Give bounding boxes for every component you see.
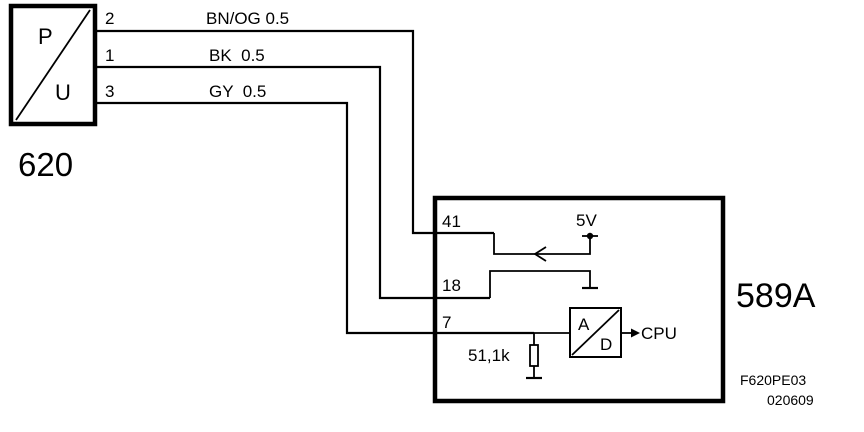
sensor-620: P U 620: [8, 3, 98, 183]
figure-code: F620PE03: [740, 372, 806, 388]
pull-up-arrow: [533, 246, 547, 262]
sensor-top-label: P: [38, 24, 53, 49]
wire-label-gy: GY 0.5: [209, 82, 266, 101]
figure-date: 020609: [767, 392, 814, 408]
sensor-box: [8, 3, 98, 127]
resistor: [529, 344, 539, 367]
supply-label: 5V: [576, 211, 597, 230]
ecu-pin-18: 18: [442, 276, 461, 295]
pin41-internal-line: [493, 233, 591, 255]
sensor-pin-3: 3: [105, 82, 114, 101]
wire-gy: [96, 101, 534, 335]
sensor-pin-1: 1: [105, 46, 114, 65]
ecu-589a-box: [432, 195, 726, 404]
sensor-diagonal: [15, 9, 91, 121]
adc-diagonal: [571, 309, 620, 356]
sensor-pin-2: 2: [105, 9, 114, 28]
ecu-pin-41: 41: [442, 212, 461, 231]
ecu-pin-7: 7: [442, 313, 451, 332]
cpu-label: CPU: [641, 324, 677, 343]
wire-label-bn-og: BN/OG 0.5: [206, 9, 289, 28]
adc-label-d: D: [600, 335, 612, 354]
wire-bk: [96, 65, 490, 300]
cpu-arrow-icon: [631, 328, 640, 338]
pin18-internal-line: [489, 270, 591, 298]
sensor-id-label: 620: [18, 146, 73, 183]
resistor-label: 51,1k: [468, 346, 510, 365]
wire-bn-og: [96, 29, 494, 235]
adc-label-a: A: [578, 315, 590, 334]
sensor-bottom-label: U: [55, 80, 71, 105]
ecu-id-label: 589A: [736, 277, 816, 315]
wire-label-bk: BK 0.5: [209, 46, 265, 65]
